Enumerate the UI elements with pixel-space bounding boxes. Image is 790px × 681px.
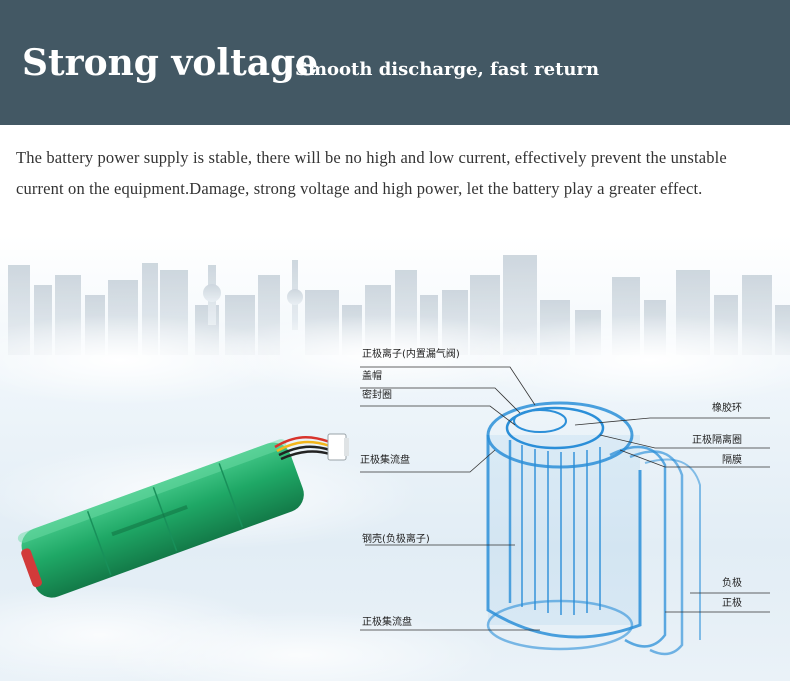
label-separator: 隔膜 bbox=[722, 455, 742, 466]
label-rubber-ring: 橡胶环 bbox=[712, 403, 742, 414]
label-positive-collector-bottom: 正极集流盘 bbox=[362, 617, 412, 628]
label-positive-separator-ring: 正极隔离圈 bbox=[692, 435, 742, 446]
label-positive-collector-top: 正极集流盘 bbox=[360, 455, 410, 466]
page-subtitle: Smooth discharge, fast return bbox=[295, 59, 600, 80]
label-seal-ring: 密封圈 bbox=[362, 390, 392, 401]
label-cap: 盖帽 bbox=[362, 371, 382, 382]
description-text: The battery power supply is stable, ther… bbox=[16, 148, 727, 198]
product-scene: 正极离子(内置漏气阀) 盖帽 密封圈 橡胶环 正极隔离圈 正极集流盘 隔膜 钢壳… bbox=[0, 235, 790, 681]
leader-lines bbox=[360, 366, 770, 631]
page-title: Strong voltage bbox=[22, 42, 319, 84]
label-steel-shell: 钢壳(负极离子) bbox=[362, 534, 430, 545]
label-negative: 负极 bbox=[722, 578, 742, 589]
label-positive-ion-valve: 正极离子(内置漏气阀) bbox=[362, 349, 460, 360]
cell-diagram bbox=[486, 401, 701, 656]
battery-pack bbox=[17, 433, 349, 598]
header-banner: Strong voltage Smooth discharge, fast re… bbox=[0, 0, 790, 125]
scene-graphic bbox=[0, 235, 790, 681]
label-positive: 正极 bbox=[722, 598, 742, 609]
